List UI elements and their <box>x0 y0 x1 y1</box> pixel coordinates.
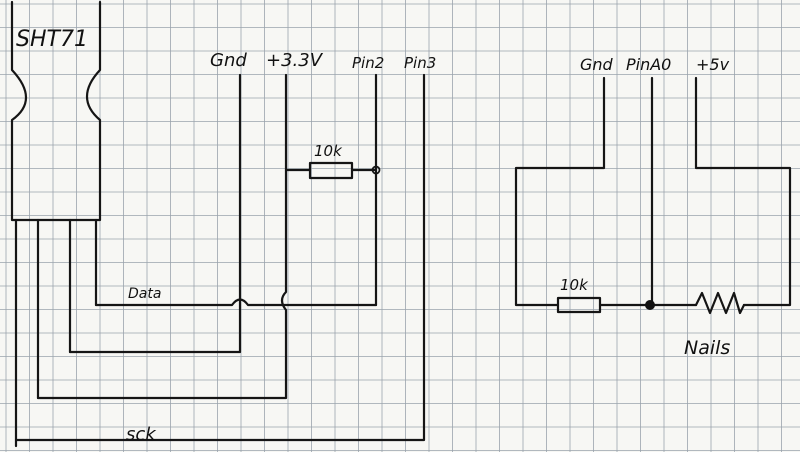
label-sck: sck <box>126 424 157 445</box>
label-pin2: Pin2 <box>352 54 384 72</box>
label-nails: Nails <box>684 337 730 359</box>
sht71-outline <box>10 0 102 222</box>
pina0-junction-dot <box>645 300 655 310</box>
label-data: Data <box>128 286 161 302</box>
wire-pin3-sck <box>14 73 426 442</box>
label-pin3: Pin3 <box>404 54 436 72</box>
label-3v3: +3.3V <box>266 50 324 71</box>
wire-gnd-right <box>514 76 606 307</box>
wire-5v <box>694 76 792 307</box>
wire-3v3 <box>36 73 288 400</box>
label-gnd-right: Gnd <box>580 55 614 74</box>
resistor-left <box>308 161 354 180</box>
nails-element <box>694 291 746 315</box>
sensor-leads <box>14 218 98 448</box>
label-5v: +5v <box>696 55 730 74</box>
label-pina0: PinA0 <box>626 55 671 74</box>
label-gnd-left: Gnd <box>210 50 247 71</box>
sensor-label: SHT71 <box>16 27 88 52</box>
wire-data <box>94 298 378 307</box>
sht71-sensor <box>10 0 102 222</box>
resistor-left-junction <box>371 165 381 175</box>
resistor-left-value: 10k <box>314 142 343 160</box>
wire-gnd-left <box>68 73 242 354</box>
resistor-right-value: 10k <box>560 276 589 294</box>
